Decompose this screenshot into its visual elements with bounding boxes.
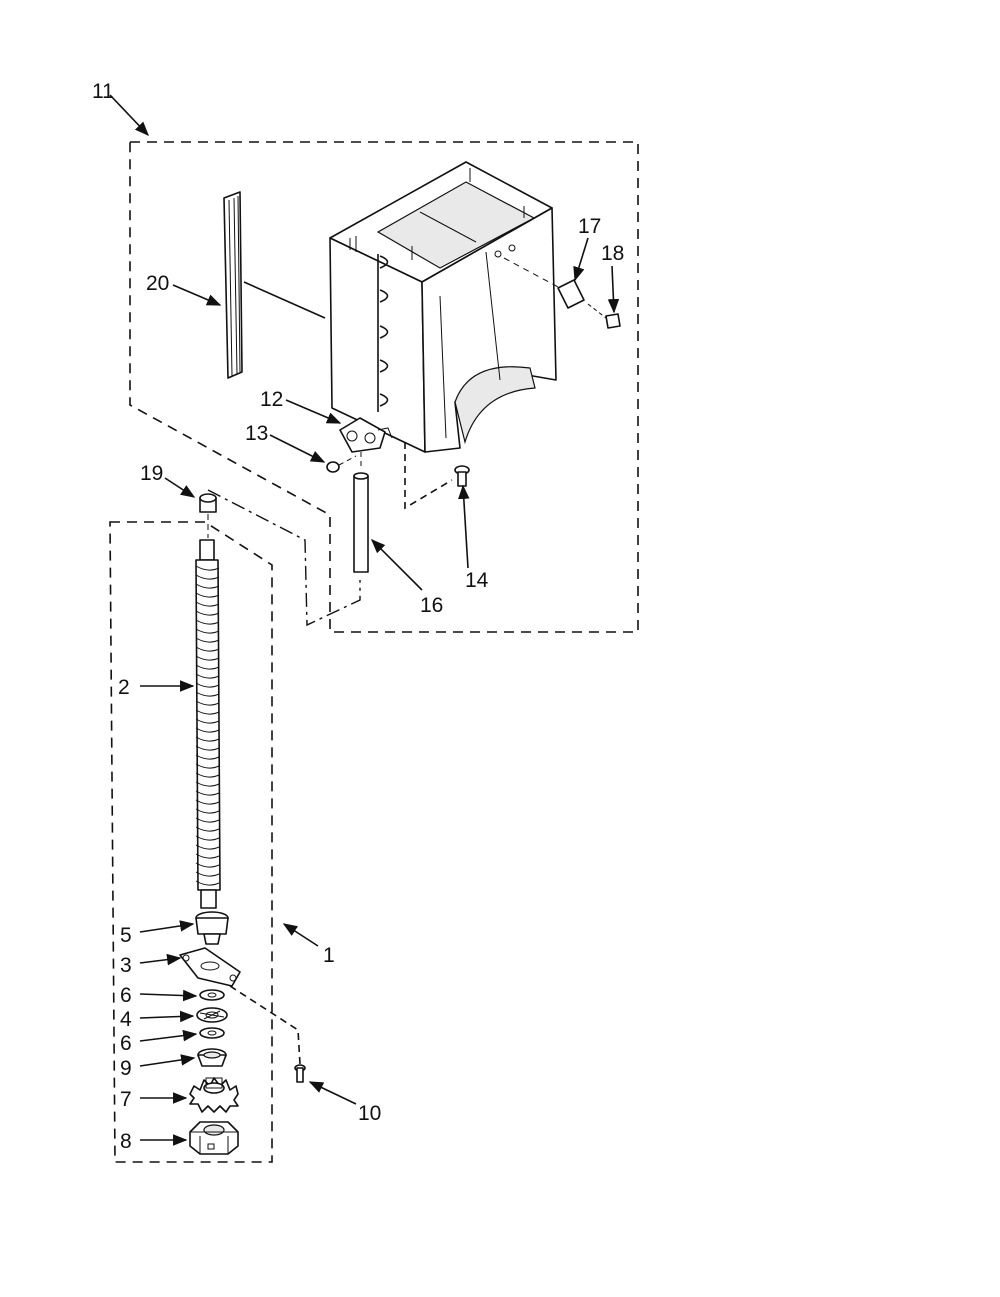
callout-1: 1: [323, 944, 335, 967]
part-17-bracket: [503, 257, 585, 309]
part-12-hinge: [339, 417, 393, 453]
part-3-plate: [179, 947, 301, 1065]
auger-coil: [195, 862, 220, 868]
auger-coil: [195, 817, 220, 823]
auger-coil: [195, 718, 220, 724]
callout-4: 4: [120, 1008, 132, 1031]
auger-coil: [195, 700, 220, 706]
part-9-spacer: [197, 1048, 227, 1067]
callout-18: 18: [601, 242, 624, 265]
part-16-pin: [353, 452, 369, 573]
part-8-nut: [189, 1121, 239, 1155]
auger-coil: [195, 619, 220, 625]
part-14-screw: [404, 442, 470, 510]
part-7-sprocket: [189, 1077, 239, 1113]
auger-coil: [195, 628, 220, 634]
auger-coil: [195, 835, 220, 841]
auger-coil: [195, 772, 220, 778]
auger-coil: [195, 709, 220, 715]
auger-coil: [195, 826, 220, 832]
auger-coil: [195, 871, 220, 877]
part-18-screw: [587, 303, 621, 329]
auger-coil: [195, 853, 220, 859]
auger-coil: [195, 583, 220, 589]
auger-coil: [195, 745, 220, 751]
part-4-thrust-bearing: [196, 1007, 228, 1023]
auger-coil: [195, 610, 220, 616]
auger-coil: [195, 691, 220, 697]
callout-16: 16: [420, 594, 443, 617]
callout-17: 17: [578, 215, 601, 238]
part-6-washer-upper: [199, 989, 225, 1001]
auger-coil: [195, 673, 220, 679]
callout-10: 10: [358, 1102, 381, 1125]
auger-coil: [195, 754, 220, 760]
callout-11: 11: [92, 80, 114, 103]
auger-coil: [195, 844, 220, 850]
auger-coil: [195, 799, 220, 805]
auger-coil: [195, 682, 220, 688]
callout-19: 19: [140, 462, 163, 485]
auger-coil: [195, 736, 220, 742]
part-20-seal-strip: [223, 191, 326, 379]
alignment-line: [207, 489, 361, 627]
callout-12: 12: [260, 388, 283, 411]
assembly-11-boundary: [129, 141, 639, 633]
auger-coil: [195, 637, 220, 643]
part-10-screw: [294, 1064, 306, 1083]
auger-coil: [195, 790, 220, 796]
assembly-1-boundary: [109, 521, 273, 1163]
callout-3: 3: [120, 954, 132, 977]
part-6-washer-lower: [199, 1027, 225, 1039]
auger-coil: [195, 592, 220, 598]
auger-coil: [195, 781, 220, 787]
callout-9: 9: [120, 1057, 132, 1080]
callout-6a: 6: [120, 984, 132, 1007]
ice-bucket-housing: [329, 161, 557, 453]
callout-6b: 6: [120, 1032, 132, 1055]
auger-coil: [195, 655, 220, 661]
callout-13: 13: [245, 422, 268, 445]
leader-lines: [109, 94, 620, 1146]
callout-14: 14: [465, 569, 489, 592]
auger-coil: [195, 646, 220, 652]
auger-coil: [195, 601, 220, 607]
callout-20: 20: [146, 272, 169, 295]
part-5-bearing: [195, 911, 229, 945]
auger-coil: [195, 880, 220, 886]
part-13-washer: [326, 455, 357, 473]
auger-coil: [195, 565, 220, 571]
callout-labels: 11 20 12 13 19 17 18 14 16 2 1 5 3 6 4 6…: [92, 80, 624, 1153]
callout-7: 7: [120, 1088, 132, 1111]
auger-coil: [195, 664, 220, 670]
part-2-auger: [195, 539, 221, 909]
auger-coil: [195, 574, 220, 580]
part-19-cap: [199, 493, 217, 538]
callout-2: 2: [118, 676, 130, 699]
auger-coil: [195, 727, 220, 733]
auger-coil: [195, 763, 220, 769]
callout-5: 5: [120, 924, 132, 947]
callout-8: 8: [120, 1130, 132, 1153]
auger-coil: [195, 808, 220, 814]
